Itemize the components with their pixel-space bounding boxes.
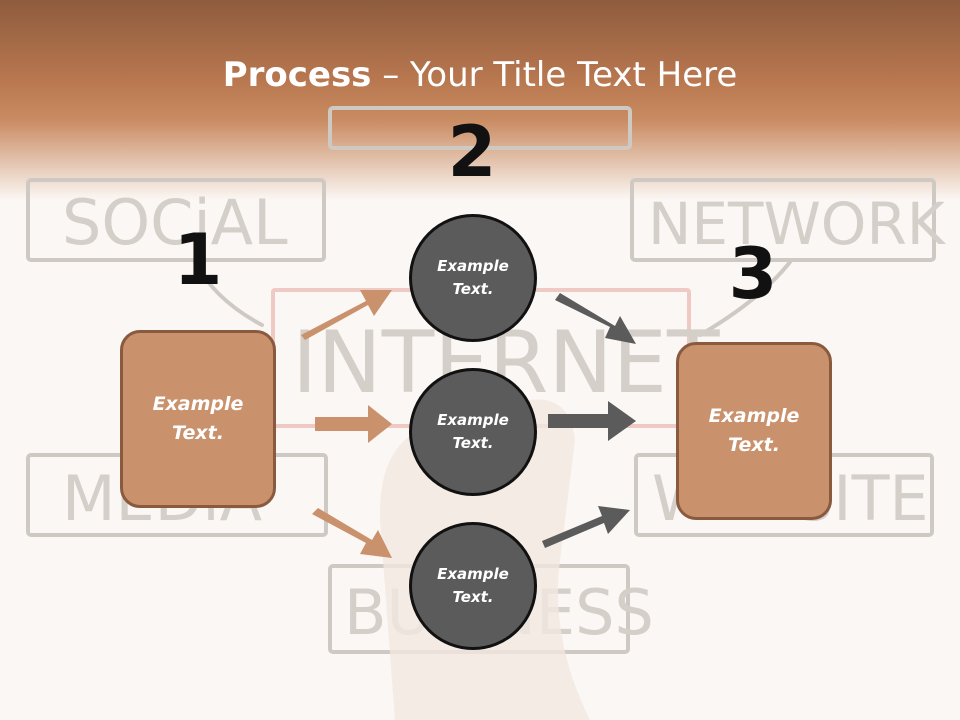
gray-arrows <box>542 293 636 548</box>
title-bold: Process <box>222 55 372 95</box>
process-circle-top[interactable]: Example Text. <box>409 214 537 342</box>
process-circle-middle-text: Example Text. <box>437 411 509 452</box>
slide-title: Process – Your Title Text Here <box>0 52 960 98</box>
step-box-left[interactable]: Example Text. <box>120 330 276 508</box>
step-box-right[interactable]: Example Text. <box>676 342 832 520</box>
sketch-box-top <box>328 106 632 150</box>
brown-arrows <box>301 290 392 558</box>
process-circle-top-text: Example Text. <box>437 257 509 298</box>
process-circle-bottom[interactable]: Example Text. <box>409 522 537 650</box>
header-band <box>0 0 960 200</box>
arrow-right-up <box>555 293 636 344</box>
sketch-word: NETWORK <box>648 190 947 258</box>
step-number-2: 2 <box>447 111 497 193</box>
process-circle-bottom-text: Example Text. <box>437 565 509 606</box>
sketch-arrow-social <box>193 260 264 327</box>
sketch-arrow-network <box>698 260 792 337</box>
arrow-right-down <box>542 506 630 548</box>
sketch-box-social <box>26 178 326 262</box>
step-box-right-text: Example Text. <box>708 405 800 456</box>
step-box-left-text: Example Text. <box>152 393 244 444</box>
process-circle-middle[interactable]: Example Text. <box>409 368 537 496</box>
arrow-left-up <box>301 290 392 340</box>
arrow-right-mid <box>548 401 636 441</box>
sketch-word: SOCiAL <box>62 186 288 259</box>
step-number-3: 3 <box>728 233 778 315</box>
arrow-left-mid <box>315 405 392 443</box>
arrow-left-down <box>312 508 392 558</box>
sketch-box-network <box>630 178 936 262</box>
title-rest: – Your Title Text Here <box>371 55 738 95</box>
step-number-1: 1 <box>173 219 223 301</box>
